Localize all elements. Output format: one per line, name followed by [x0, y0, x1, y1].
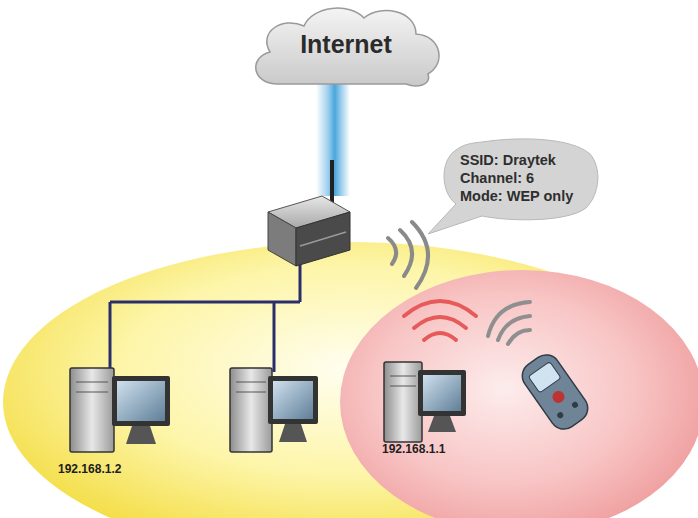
- cloud-label: Internet: [246, 30, 446, 59]
- bubble-line: SSID: Draytek: [460, 151, 598, 169]
- monitor: [268, 376, 318, 424]
- monitor-stand: [279, 424, 307, 442]
- pc-tower: [384, 362, 422, 442]
- drive-bay: [76, 382, 108, 383]
- internet-cloud: Internet: [246, 2, 446, 88]
- device-screen: [528, 362, 561, 393]
- bubble-line: Channel: 6: [460, 169, 598, 187]
- monitor-screen: [273, 381, 313, 419]
- device-button: [550, 389, 567, 406]
- monitor-screen: [423, 375, 461, 411]
- wire: [299, 262, 302, 302]
- monitor-stand: [126, 426, 156, 444]
- router-front: [296, 212, 350, 266]
- signal-arc: [488, 302, 530, 336]
- signal-arc: [508, 330, 530, 344]
- router-stripe: [300, 232, 346, 246]
- drive-bay: [390, 376, 416, 377]
- monitor: [112, 376, 170, 426]
- bubble-line: Mode: WEP only: [460, 187, 598, 205]
- ip-address: 192.168.1.1: [382, 442, 445, 456]
- drive-bay: [236, 392, 266, 393]
- lan-wires: [110, 262, 300, 372]
- device-button: [571, 401, 579, 409]
- signal-arc: [414, 317, 466, 328]
- monitor-stand: [428, 416, 456, 432]
- router: [268, 160, 350, 266]
- device-body: [517, 349, 593, 434]
- signal-arc: [404, 301, 476, 316]
- signal-arc: [400, 230, 412, 276]
- monitor-screen: [117, 381, 165, 421]
- wire: [273, 302, 276, 372]
- signal-arc: [424, 333, 456, 340]
- router-antenna: [330, 160, 334, 206]
- signal-arc: [412, 222, 428, 288]
- wire: [109, 302, 112, 372]
- wireless-pc: [384, 362, 466, 442]
- device-signal: [488, 302, 530, 344]
- pc-tower: [70, 368, 114, 452]
- monitor: [418, 370, 466, 416]
- drive-bay: [390, 386, 416, 387]
- drive-bay: [76, 392, 108, 393]
- signal-arc: [498, 316, 530, 340]
- router-signal: [388, 222, 428, 288]
- pc-tower: [230, 368, 272, 452]
- wired-pc: [230, 368, 318, 452]
- handheld-device: [517, 349, 593, 434]
- wire: [110, 301, 300, 304]
- speech-bubble: SSID: DraytekChannel: 6Mode: WEP only: [442, 138, 598, 220]
- drive-bay: [236, 382, 266, 383]
- router-side: [268, 212, 296, 266]
- device-button: [556, 411, 564, 419]
- signal-arc: [388, 238, 396, 264]
- bubble-outline: [428, 139, 598, 234]
- pc-signal: [404, 301, 476, 340]
- ip-address: 192.168.1.2: [58, 462, 121, 476]
- wireless-zone: [340, 270, 698, 518]
- wired-pc: [70, 368, 170, 452]
